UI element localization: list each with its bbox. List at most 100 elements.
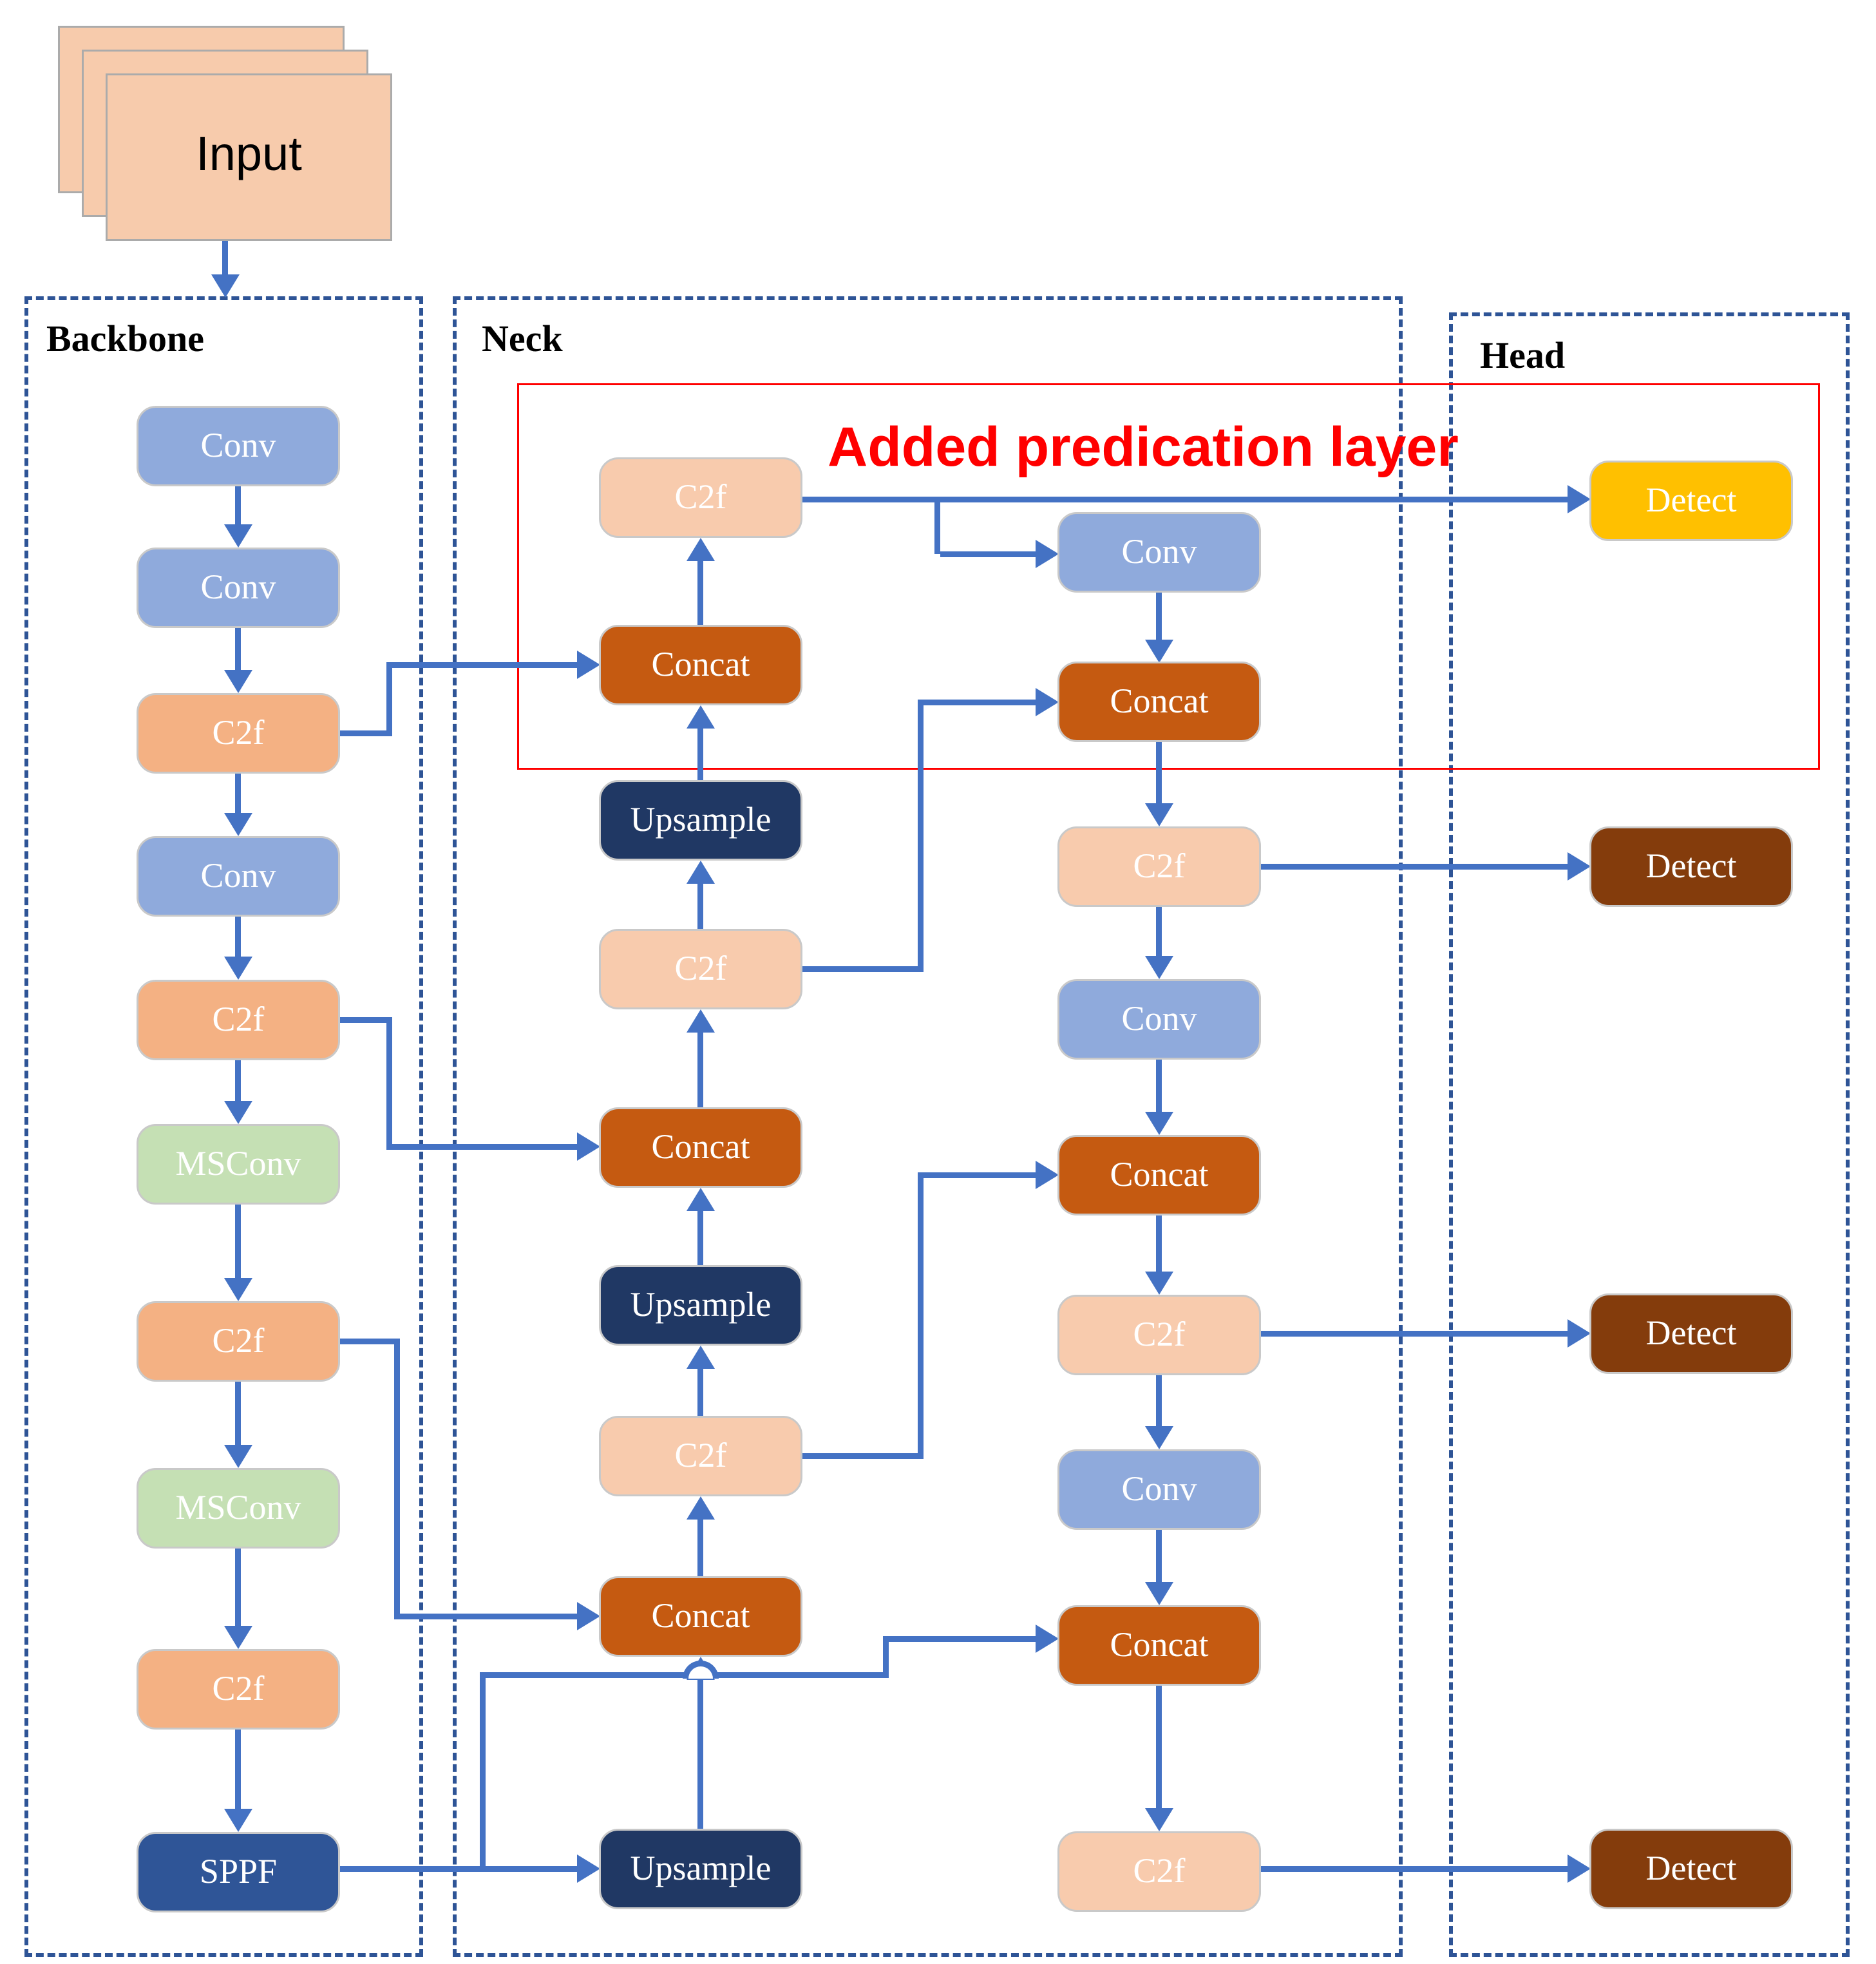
edge-nl7-nr5-line2 [924,1172,1036,1178]
edge-nl4-nl3-line [697,884,703,929]
edge-bb2-bb3-line [235,628,241,670]
edge-bb5-nl5-riser [386,1017,392,1150]
neck-c2f-bottom-block: C2f [599,1416,802,1496]
edge-nr7-nr8-line [1156,1530,1162,1582]
head-detect-block-4: Detect [1589,1829,1793,1909]
edge-bb5-nl5-arrowhead [577,1132,600,1161]
edge-nl4-nr2-arrowhead [1036,688,1059,716]
added-prediction-layer-box [517,383,1820,770]
edge-nr6-nr7-line [1156,1375,1162,1426]
edge-nr7-nr8-arrowhead [1145,1582,1173,1605]
edge-nl4-nr2-line2 [924,700,1036,705]
edge-nl9-nl8-line [697,1680,703,1829]
neck-upsample-top-block: Upsample [599,780,802,861]
backbone-msconv-block-2: MSConv [137,1468,340,1549]
backbone-msconv-block-1: MSConv [137,1124,340,1205]
neck-upsample-middle-block: Upsample [599,1265,802,1346]
edge-bb5-nl5-line2 [392,1144,577,1150]
neck-concat-bottom-block: Concat [599,1576,802,1657]
edge-nr4-nr5-arrowhead [1145,1112,1173,1135]
edge-nl7-nr5-line [802,1453,924,1459]
neck-concat-middle-block: Concat [599,1107,802,1188]
edge-nr9-hd4-arrowhead [1568,1854,1591,1883]
edge-bb3-nl2-arrowhead [577,651,600,679]
edge-bb3-bb4-arrowhead [224,813,252,836]
edge-bb7-nl8-arrowhead [577,1602,600,1630]
edge-bb4-bb5-line [235,917,241,957]
backbone-region-label: Backbone [46,318,204,359]
edge-bb2-bb3-arrowhead [224,670,252,693]
backbone-region-box [24,296,423,1957]
input-image-front [106,73,392,241]
edge-nr8-nr9-arrowhead [1145,1808,1173,1831]
edge-nr1-nr2-arrowhead [1145,640,1173,663]
edge-nr9-hd4-line [1261,1866,1568,1872]
edge-bb1-bb2-line [235,486,241,526]
edge-nr6-hd3-arrowhead [1568,1319,1591,1348]
edge-nl2-nl1-arrowhead [687,538,715,561]
edge-bb8-bb9-line [235,1549,241,1626]
edge-bb7-nl8-line [340,1339,400,1344]
edge-bb8-bb9-arrowhead [224,1626,252,1649]
edge-bb5-bb6-line [235,1060,241,1101]
head-region-box [1449,312,1850,1957]
edge-nr6-nr7-arrowhead [1145,1426,1173,1449]
neck-c2f-top-block: C2f [599,457,802,538]
edge-bb10-nr8-line2 [889,1636,1036,1642]
edge-nl7-nr5-arrowhead [1036,1161,1059,1189]
backbone-sppf-block: SPPF [137,1832,340,1912]
edge-nl1-nr1-drop [934,502,940,554]
edge-nr2-nr3-line [1156,742,1162,803]
edge-bb4-bb5-arrowhead [224,957,252,980]
edge-input-backbone-arrowhead [211,274,240,298]
edge-nr3-hd2-arrowhead [1568,852,1591,881]
edge-bb3-nl2-riser [386,662,392,736]
edge-nl8-nl7-line [697,1520,703,1576]
edge-nl7-nl6-line [697,1369,703,1416]
head-detect-block-2: Detect [1589,826,1793,907]
neck-conv-right-block-3: Conv [1057,1449,1261,1530]
edge-nl5-nl4-line [697,1033,703,1107]
edge-input-backbone-line [222,241,228,274]
edge-nr2-nr3-arrowhead [1145,803,1173,826]
edge-nr3-nr4-arrowhead [1145,956,1173,979]
edge-bb9-bb10-line [235,1730,241,1809]
head-detect-block-3: Detect [1589,1293,1793,1374]
neck-c2f-right-block-1: C2f [1057,826,1261,907]
added-prediction-layer-label: Added predication layer [828,416,1459,478]
edge-bb7-bb8-arrowhead [224,1445,252,1468]
edge-nl1-hd1-arrowhead [1568,485,1591,513]
edge-nr6-hd3-line [1261,1331,1568,1337]
edge-nl1-hd1-line [802,497,1568,502]
edge-bb5-bb6-arrowhead [224,1101,252,1124]
edge-nr4-nr5-line [1156,1060,1162,1112]
edge-nl4-nr2-line [802,966,924,972]
edge-bb3-nl2-line2 [392,662,577,668]
neck-region-box [453,296,1403,1957]
edge-nl4-nr2-riser [918,700,924,972]
edge-nl1-nr1-arrowhead [1036,540,1059,568]
edge-nl8-nl7-arrowhead [687,1496,715,1520]
edge-nr5-nr6-line [1156,1216,1162,1272]
edge-bb10-nl9-line [340,1866,577,1872]
neck-c2f-right-block-2: C2f [1057,1295,1261,1375]
edge-nl2-nl1-line [697,561,703,625]
edge-bb10-nr8-riser2 [883,1636,889,1678]
head-region-label: Head [1480,334,1566,376]
edge-nl6-nl5-arrowhead [687,1188,715,1211]
neck-conv-right-block-1: Conv [1057,512,1261,593]
neck-conv-right-block-2: Conv [1057,979,1261,1060]
backbone-c2f-block-3: C2f [137,1301,340,1382]
neck-concat-right-block-2: Concat [1057,1135,1261,1216]
backbone-conv-block-3: Conv [137,836,340,917]
edge-bb5-nl5-line [340,1017,392,1023]
head-detect-block-added: Detect [1589,461,1793,541]
edge-nl7-nr5-riser [918,1172,924,1459]
edge-nl4-nl3-arrowhead [687,861,715,884]
edge-bb7-nl8-line2 [400,1614,577,1619]
edge-nr8-nr9-line [1156,1686,1162,1808]
neck-c2f-right-block-3: C2f [1057,1831,1261,1912]
edge-nl7-nl6-arrowhead [687,1346,715,1369]
edge-nl3-nl2-arrowhead [687,705,715,729]
